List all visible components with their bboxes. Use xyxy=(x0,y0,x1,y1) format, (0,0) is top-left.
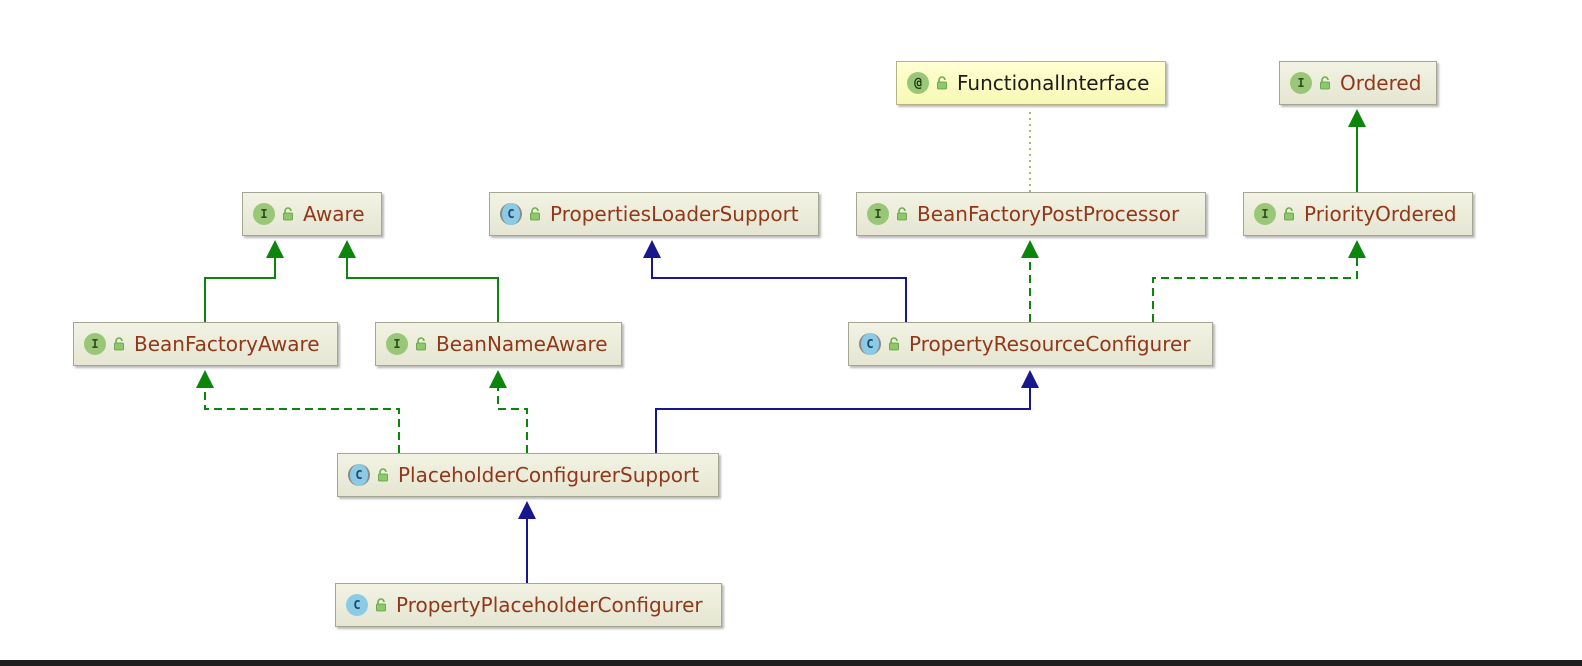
node-placeholder-configurer-support[interactable]: C PlaceholderConfigurerSupport xyxy=(337,453,719,497)
public-lock-icon xyxy=(375,597,389,613)
node-bean-factory-aware[interactable]: I BeanFactoryAware xyxy=(73,322,338,366)
node-label: BeanFactoryAware xyxy=(134,332,320,356)
class-icon: C xyxy=(346,594,368,616)
node-label: FunctionalInterface xyxy=(957,71,1150,95)
edge-placeholder_configurer_support-to-bean_factory_aware xyxy=(196,370,400,453)
arrowhead xyxy=(518,501,536,519)
arrowhead xyxy=(1021,370,1039,388)
interface-icon: I xyxy=(1254,203,1276,225)
interface-icon: I xyxy=(1290,72,1312,94)
edge-line xyxy=(655,386,1031,453)
public-lock-icon xyxy=(1319,75,1333,91)
edge-placeholder_configurer_support-to-bean_name_aware xyxy=(489,370,528,453)
edge-property_placeholder_configurer-to-placeholder_configurer_support xyxy=(518,501,536,583)
arrowhead xyxy=(1021,240,1039,258)
interface-icon: I xyxy=(253,203,275,225)
edge-bean_factory_aware-to-aware xyxy=(204,240,284,322)
abstract-class-icon: C xyxy=(500,203,522,225)
public-lock-icon xyxy=(529,206,543,222)
node-bean-name-aware[interactable]: I BeanNameAware xyxy=(375,322,622,366)
bottom-bar xyxy=(0,660,1582,666)
public-lock-icon xyxy=(377,467,391,483)
public-lock-icon xyxy=(888,336,902,352)
node-functional-interface[interactable]: @ FunctionalInterface xyxy=(896,61,1166,105)
edge-line xyxy=(204,256,276,322)
edge-priority_ordered-to-ordered xyxy=(1348,109,1366,192)
node-property-placeholder-configurer[interactable]: C PropertyPlaceholderConfigurer xyxy=(335,583,722,627)
edge-line xyxy=(1152,256,1358,322)
node-label: PropertyPlaceholderConfigurer xyxy=(396,593,703,617)
interface-icon: I xyxy=(867,203,889,225)
node-bean-factory-post-processor[interactable]: I BeanFactoryPostProcessor xyxy=(856,192,1206,236)
edge-bean_name_aware-to-aware xyxy=(338,240,499,322)
node-label: PropertiesLoaderSupport xyxy=(550,202,799,226)
node-label: BeanNameAware xyxy=(436,332,608,356)
node-property-resource-configurer[interactable]: C PropertyResourceConfigurer xyxy=(848,322,1213,366)
public-lock-icon xyxy=(936,75,950,91)
node-properties-loader-support[interactable]: C PropertiesLoaderSupport xyxy=(489,192,819,236)
arrowhead xyxy=(196,370,214,388)
arrowhead xyxy=(266,240,284,258)
node-label: Ordered xyxy=(1340,71,1422,95)
node-label: BeanFactoryPostProcessor xyxy=(917,202,1180,226)
arrowhead xyxy=(489,370,507,388)
edge-property_resource_configurer-to-properties_loader_support xyxy=(643,240,907,322)
arrowhead xyxy=(338,240,356,258)
edge-line xyxy=(346,256,499,322)
node-label: Aware xyxy=(303,202,365,226)
public-lock-icon xyxy=(1283,206,1297,222)
node-label: PlaceholderConfigurerSupport xyxy=(398,463,700,487)
arrowhead xyxy=(1348,109,1366,127)
interface-icon: I xyxy=(386,333,408,355)
edge-line xyxy=(497,386,528,453)
edge-property_resource_configurer-to-bean_factory_post_processor xyxy=(1021,240,1039,322)
node-aware[interactable]: I Aware xyxy=(242,192,382,236)
public-lock-icon xyxy=(896,206,910,222)
edge-placeholder_configurer_support-to-property_resource_configurer xyxy=(655,370,1039,453)
public-lock-icon xyxy=(113,336,127,352)
abstract-class-icon: C xyxy=(348,464,370,486)
interface-icon: I xyxy=(84,333,106,355)
node-ordered[interactable]: I Ordered xyxy=(1279,61,1437,105)
public-lock-icon xyxy=(415,336,429,352)
node-label: PriorityOrdered xyxy=(1304,202,1457,226)
public-lock-icon xyxy=(282,206,296,222)
arrowhead xyxy=(643,240,661,258)
edge-line xyxy=(651,256,907,322)
annotation-icon: @ xyxy=(907,72,929,94)
abstract-class-icon: C xyxy=(859,333,881,355)
node-label: PropertyResourceConfigurer xyxy=(909,332,1191,356)
edge-property_resource_configurer-to-priority_ordered xyxy=(1152,240,1366,322)
arrowhead xyxy=(1348,240,1366,258)
edge-line xyxy=(204,386,400,453)
node-priority-ordered[interactable]: I PriorityOrdered xyxy=(1243,192,1473,236)
